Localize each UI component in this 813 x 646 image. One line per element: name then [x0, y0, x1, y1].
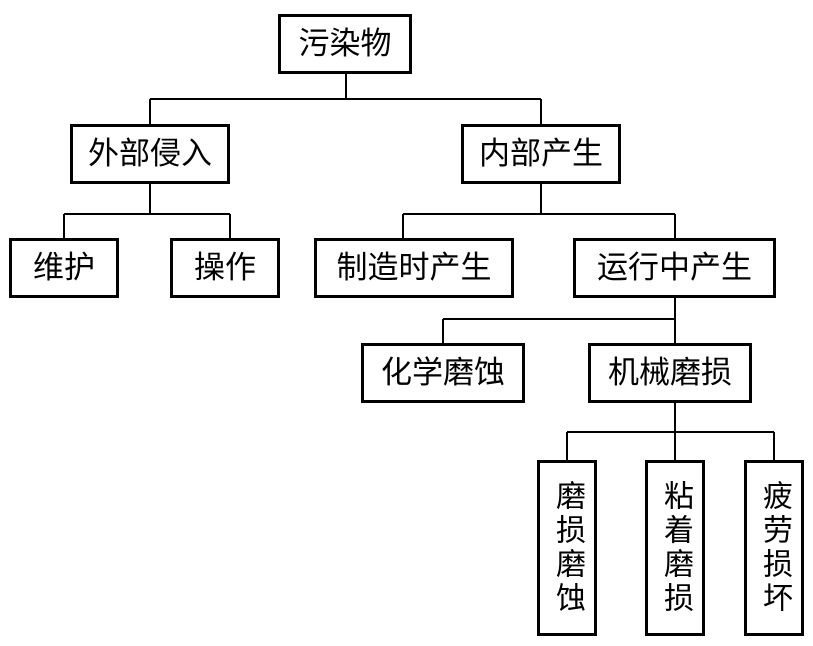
node-internal-generation: 内部产生 [461, 124, 621, 184]
node-chemical-corrosion: 化学磨蚀 [361, 343, 525, 403]
node-abrasive-wear: 磨损磨蚀 [537, 460, 597, 636]
node-manufacturing: 制造时产生 [314, 238, 514, 298]
node-pollutant: 污染物 [278, 14, 412, 74]
node-operation: 操作 [170, 238, 280, 298]
node-mechanical-wear: 机械磨损 [588, 343, 752, 403]
node-maintenance: 维护 [9, 238, 119, 298]
node-adhesive-wear: 粘着磨损 [645, 460, 705, 636]
node-external-intrusion: 外部侵入 [70, 124, 230, 184]
node-fatigue-damage: 疲劳损坏 [744, 460, 804, 636]
node-running: 运行中产生 [573, 238, 776, 298]
